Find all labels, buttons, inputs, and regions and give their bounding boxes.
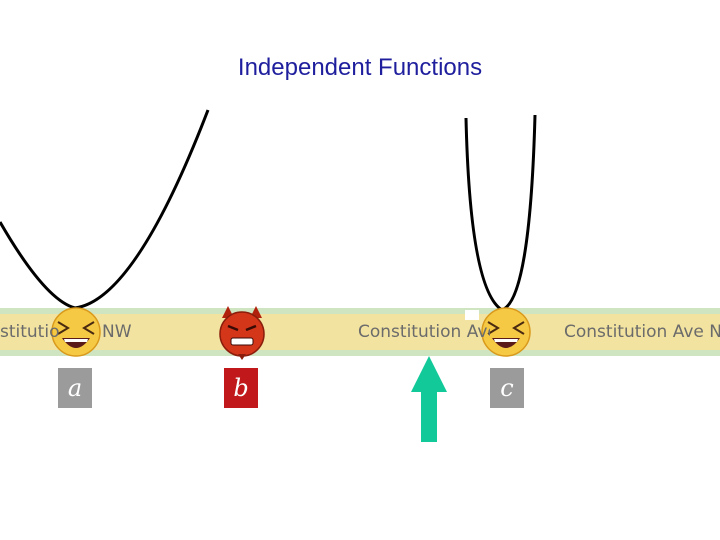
road-marker xyxy=(465,310,479,320)
function-curve-c xyxy=(464,114,537,312)
point-label-c: c xyxy=(490,368,524,408)
diagram-title: Independent Functions xyxy=(237,54,483,81)
street-label-left-suffix: NW xyxy=(102,322,132,342)
street-label-middle: Constitution Ave xyxy=(358,322,490,342)
point-label-b: b xyxy=(224,368,258,408)
laughing-face-icon-c xyxy=(481,307,531,357)
street-label-right: Constitution Ave NW xyxy=(564,322,720,342)
angry-devil-face-icon xyxy=(219,306,265,360)
road-surface xyxy=(0,314,720,350)
function-curve-a xyxy=(0,109,210,310)
up-arrow-icon xyxy=(411,356,447,442)
laughing-face-icon-a xyxy=(51,307,101,357)
point-label-a: a xyxy=(58,368,92,408)
street-label-left: stitutio xyxy=(0,322,60,342)
road-strip xyxy=(0,308,720,356)
